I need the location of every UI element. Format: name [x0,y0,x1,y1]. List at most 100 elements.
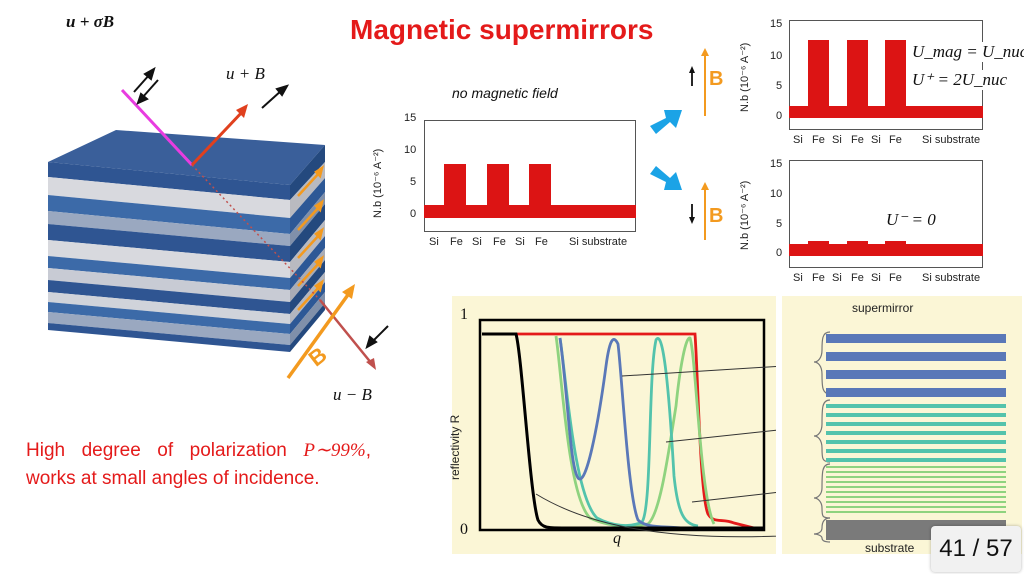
pointer-line-4 [535,493,776,538]
no-field-base-bar [424,205,636,218]
down-equation: U⁻ = 0 [886,210,936,229]
no-field-ylabel: N.b (10⁻⁶ A⁻²) [372,148,384,218]
reflected-beam-arrowhead [236,104,248,118]
brace-3 [813,463,831,519]
reflectivity-xlabel: q [613,530,621,547]
pointer-line-3 [691,492,776,503]
no-field-ytick-2: 10 [404,144,417,156]
curve-green [554,335,716,528]
up-ylabel: N.b (10⁻⁶ A⁻²) [739,42,751,112]
down-xtick-3: Si [832,272,842,284]
down-xtick-7: Si substrate [922,272,981,284]
no-field-ytick-1: 15 [404,112,417,124]
supermirror-layers [813,331,1006,543]
no-field-fe-bar-3 [529,164,551,209]
no-field-xtick-1: Si [429,236,439,248]
layer-side-7 [290,236,325,290]
up-fe-bar-2 [847,40,868,110]
reflected-label: u + B [226,64,265,83]
down-ytick-4: 0 [776,247,783,259]
caption-math: P∼99% [303,440,366,461]
branch-arrows [650,110,682,190]
reflectivity-ylabel: reflectivity R [448,414,462,480]
layer-front-2 [48,177,290,218]
down-ytick-3: 5 [776,218,783,230]
layer-side-5 [290,204,325,262]
layer-front-8 [48,268,290,302]
no-field-ytick-4: 0 [410,208,417,220]
layer-side-3 [290,178,325,234]
teal-layers [826,404,1006,462]
layer-side-11 [290,282,325,334]
up-ytick-1: 15 [770,18,783,30]
down-xtick-1: Si [793,272,803,284]
curve-teal [558,336,699,528]
layer-side-12 [290,292,325,345]
down-fe-bar-3 [885,241,906,247]
up-xtick-5: Si [871,134,881,146]
up-ytick-3: 5 [776,80,783,92]
layer-front-12 [48,312,290,345]
reflectivity-y-top: 1 [460,306,468,323]
no-field-xtick-7: Si substrate [569,236,628,248]
pointer-line-2 [665,429,776,443]
no-field-fe-bar-2 [487,164,509,209]
up-xtick-6: Fe [889,134,902,146]
layer-front-7 [48,256,290,290]
reflectivity-y-bottom: 0 [460,521,468,538]
brace-1 [813,331,831,395]
layer-side-9 [290,260,325,314]
up-fe-bar-3 [885,40,906,110]
layer-front-13 [48,323,290,352]
down-xtick-4: Fe [851,272,864,284]
arrow-to-up-plot [650,110,682,134]
incident-label: u + σB [66,12,115,31]
layer-front-3 [48,195,290,234]
field-indicators [689,48,709,240]
down-base-bar [789,244,983,256]
field-arrow-head [342,284,355,299]
no-field-subtitle: no magnetic field [452,85,558,101]
page-indicator[interactable]: 41 / 57 [931,526,1021,572]
reflected-spin-arrow [261,84,290,109]
no-field-ytick-3: 5 [410,176,417,188]
arrow-to-down-plot [650,166,682,190]
layer-side-13 [290,303,325,352]
reflected-beam [190,108,246,167]
down-ylabel: N.b (10⁻⁶ A⁻²) [739,180,751,250]
up-ytick-4: 0 [776,110,783,122]
slide-title: Magnetic supermirrors [350,14,654,45]
down-xtick-6: Fe [889,272,902,284]
transmitted-beam [319,299,373,365]
transmitted-spin-arrow [365,325,389,350]
layer-front-6 [48,240,290,278]
no-field-xtick-5: Si [515,236,525,248]
up-xtick-4: Fe [851,134,864,146]
up-fe-bar-1 [808,40,829,110]
blue-layers [826,334,1006,397]
up-equation-1: U_mag = U_nuc [912,42,1024,62]
curve-black [482,332,764,530]
up-equation-2: U⁺ = 2U_nuc [912,70,1008,90]
up-ytick-2: 10 [770,50,783,62]
no-field-xtick-3: Si [472,236,482,248]
field-arrow [286,290,352,380]
reflectivity-ylabel-wrap: reflectivity R [448,415,513,494]
layer-front-10 [48,292,290,324]
layer-side-1 [290,145,325,200]
green-layers [826,466,1006,513]
layer-front-1 [48,162,290,200]
layer-front-9 [48,280,290,314]
multilayer-stack-diagram [48,66,389,380]
incident-spin-arrows [133,66,159,105]
down-xtick-5: Si [871,272,881,284]
down-fe-bar-1 [808,241,829,247]
down-field-plot [789,160,983,268]
layer-front-5 [48,224,290,262]
incident-beam [120,88,194,167]
caption-part-2: , works at small angles of incidence. [26,440,371,489]
curve-red [489,332,755,530]
beam-path-dotted [191,164,321,301]
up-base-bar [789,106,983,118]
